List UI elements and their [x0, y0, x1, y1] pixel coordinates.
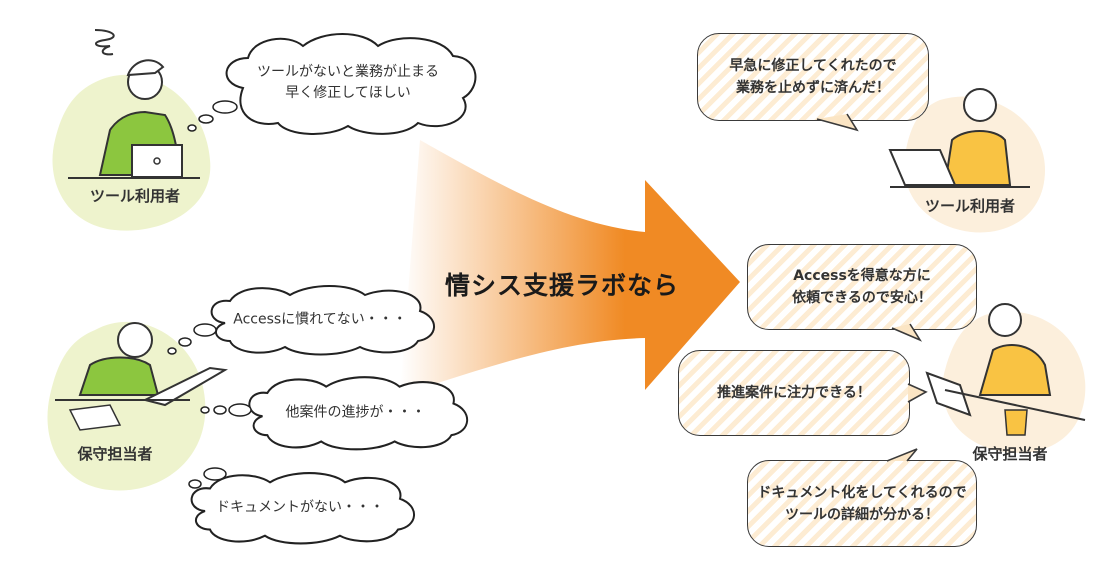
speech-bubble-access: Accessを得意な方に依頼できるので安心！: [747, 244, 977, 330]
speech-line: 早急に修正してくれたので: [729, 58, 897, 74]
thought-dots: [188, 467, 227, 489]
speech-tail: [886, 448, 918, 462]
speech-line: 依頼できるので安心！: [792, 290, 932, 306]
speech-bubble-tool-user: 早急に修正してくれたので業務を止めずに済んだ！: [697, 33, 929, 121]
speech-tail: [891, 323, 923, 342]
thought-text: 他案件の進捗が・・・: [285, 404, 426, 421]
thought-cloud-tool-user: ツールがないと業務が止まる早く修正してほしい: [213, 28, 483, 138]
thought-text: Accessに慣れてない・・・: [233, 311, 407, 328]
thought-cloud-access: Accessに慣れてない・・・: [200, 283, 440, 357]
tool-user-label-after: ツール利用者: [924, 197, 1016, 215]
thought-line: 早く修正してほしい: [285, 85, 411, 101]
thought-dots: [167, 323, 217, 355]
speech-bubble-focus: 推進案件に注力できる！: [678, 350, 910, 436]
thought-cloud-other-projects: 他案件の進捗が・・・: [238, 374, 473, 452]
speech-line: 推進案件に注力できる！: [717, 385, 871, 401]
tool-user-label-before: ツール利用者: [89, 187, 181, 205]
speech-line: Accessを得意な方に: [793, 268, 931, 284]
mug-icon: [1004, 409, 1028, 436]
speech-line: ツールの詳細が分かる！: [785, 506, 939, 523]
tool-user-illustration: [52, 29, 211, 231]
speech-tail: [907, 383, 928, 403]
speech-line: 業務を止めずに済んだ！: [736, 80, 890, 96]
thought-line: ツールがないと業務が止まる: [257, 64, 439, 80]
stress-swirl-icon: [94, 29, 115, 56]
speech-bubble-documentation: ドキュメント化をしてくれるのでツールの詳細が分かる！: [747, 460, 977, 547]
speech-line: ドキュメント化をしてくれるので: [757, 484, 967, 501]
tool-user-happy-illustration: [888, 88, 1045, 233]
thought-cloud-no-docs: ドキュメントがない・・・: [180, 470, 420, 546]
thought-text: ドキュメントがない・・・: [216, 499, 384, 516]
maintainer-illustration: [47, 321, 229, 491]
maintainer-label-after: 保守担当者: [972, 445, 1048, 463]
maintainer-label-before: 保守担当者: [77, 445, 153, 463]
thought-dots: [200, 403, 252, 417]
maintainer-happy-illustration: [925, 303, 1086, 453]
thought-dots: [187, 100, 238, 132]
arrow-label: 情シス支援ラボなら: [445, 271, 680, 300]
speech-tail: [816, 113, 859, 132]
